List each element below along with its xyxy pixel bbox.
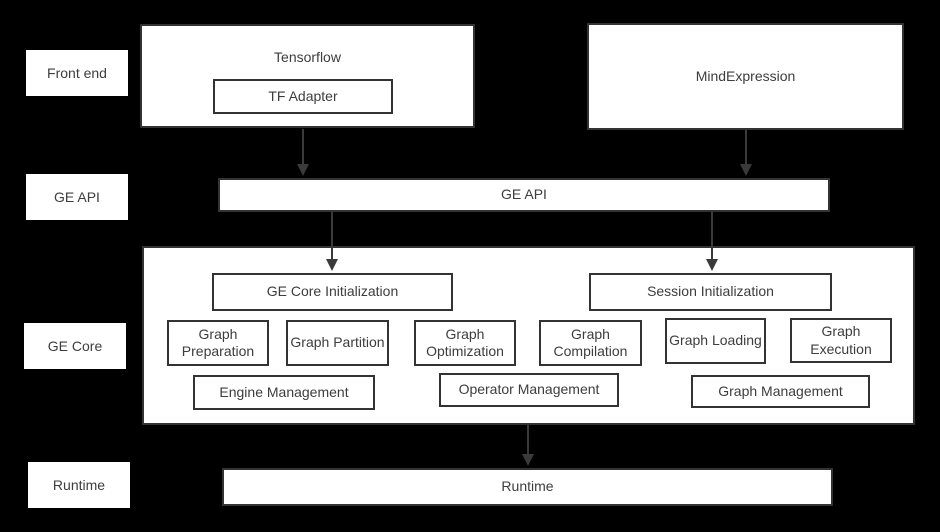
graph-management-box: Graph Management: [691, 375, 870, 408]
arrow-ge-api-to-ge-core-initialization: [326, 212, 338, 271]
engine-management-label: Engine Management: [219, 383, 349, 400]
arrow-head-icon: [297, 164, 309, 176]
arrow-shaft: [711, 212, 713, 259]
graph-partition-box: Graph Partition: [286, 320, 389, 366]
ge-core-initialization-box: GE Core Initialization: [212, 273, 453, 311]
runtime-bar: Runtime: [222, 468, 833, 506]
engine-management-box: Engine Management: [193, 375, 375, 410]
operator-management-box: Operator Management: [439, 373, 619, 407]
session-initialization-label: Session Initialization: [647, 283, 774, 300]
graph-compilation-label: Graph Compilation: [553, 325, 628, 359]
side-label-ge-api: GE API: [26, 174, 128, 220]
arrow-ge-api-to-session-initialization: [706, 212, 718, 271]
graph-loading-box: Graph Loading: [665, 318, 766, 364]
graph-optimization-box: Graph Optimization: [414, 320, 516, 366]
operator-management-label: Operator Management: [458, 381, 600, 398]
arrow-shaft: [331, 212, 333, 259]
ge-core-initialization-label: GE Core Initialization: [266, 283, 399, 300]
graph-preparation-label: Graph Preparation: [181, 325, 255, 359]
graph-execution-box: Graph Execution: [790, 318, 892, 363]
arrow-ge-core-to-runtime: [522, 425, 534, 466]
graph-partition-label: Graph Partition: [290, 334, 385, 351]
graph-loading-label: Graph Loading: [669, 332, 762, 349]
graph-optimization-label: Graph Optimization: [426, 325, 504, 359]
side-label-front-end: Front end: [26, 50, 128, 96]
arrow-shaft: [302, 129, 304, 164]
arrow-mindexpression-to-ge-api: [740, 130, 752, 176]
graph-management-label: Graph Management: [718, 382, 843, 399]
arrow-head-icon: [326, 259, 338, 271]
ge-api-bar-label: GE API: [501, 186, 547, 203]
session-initialization-box: Session Initialization: [589, 273, 832, 311]
arrow-tf-adapter-to-ge-api: [297, 129, 309, 176]
runtime-bar-label: Runtime: [501, 478, 554, 495]
graph-preparation-box: Graph Preparation: [167, 320, 269, 366]
ge-api-bar: GE API: [218, 178, 830, 212]
tf-adapter-label: TF Adapter: [268, 87, 338, 104]
arrow-shaft: [745, 130, 747, 164]
side-label-ge-core: GE Core: [24, 323, 126, 369]
arrow-head-icon: [522, 454, 534, 466]
arrow-shaft: [527, 425, 529, 454]
arrow-head-icon: [706, 259, 718, 271]
mindexpression-label: MindExpression: [695, 67, 796, 84]
mindexpression-box: MindExpression: [587, 23, 904, 130]
graph-execution-label: Graph Execution: [810, 323, 872, 357]
tensorflow-label: Tensorflow: [274, 49, 341, 65]
side-label-runtime: Runtime: [28, 462, 130, 508]
graph-compilation-box: Graph Compilation: [539, 320, 642, 366]
arrow-head-icon: [740, 164, 752, 176]
tf-adapter-box: TF Adapter: [213, 79, 393, 114]
